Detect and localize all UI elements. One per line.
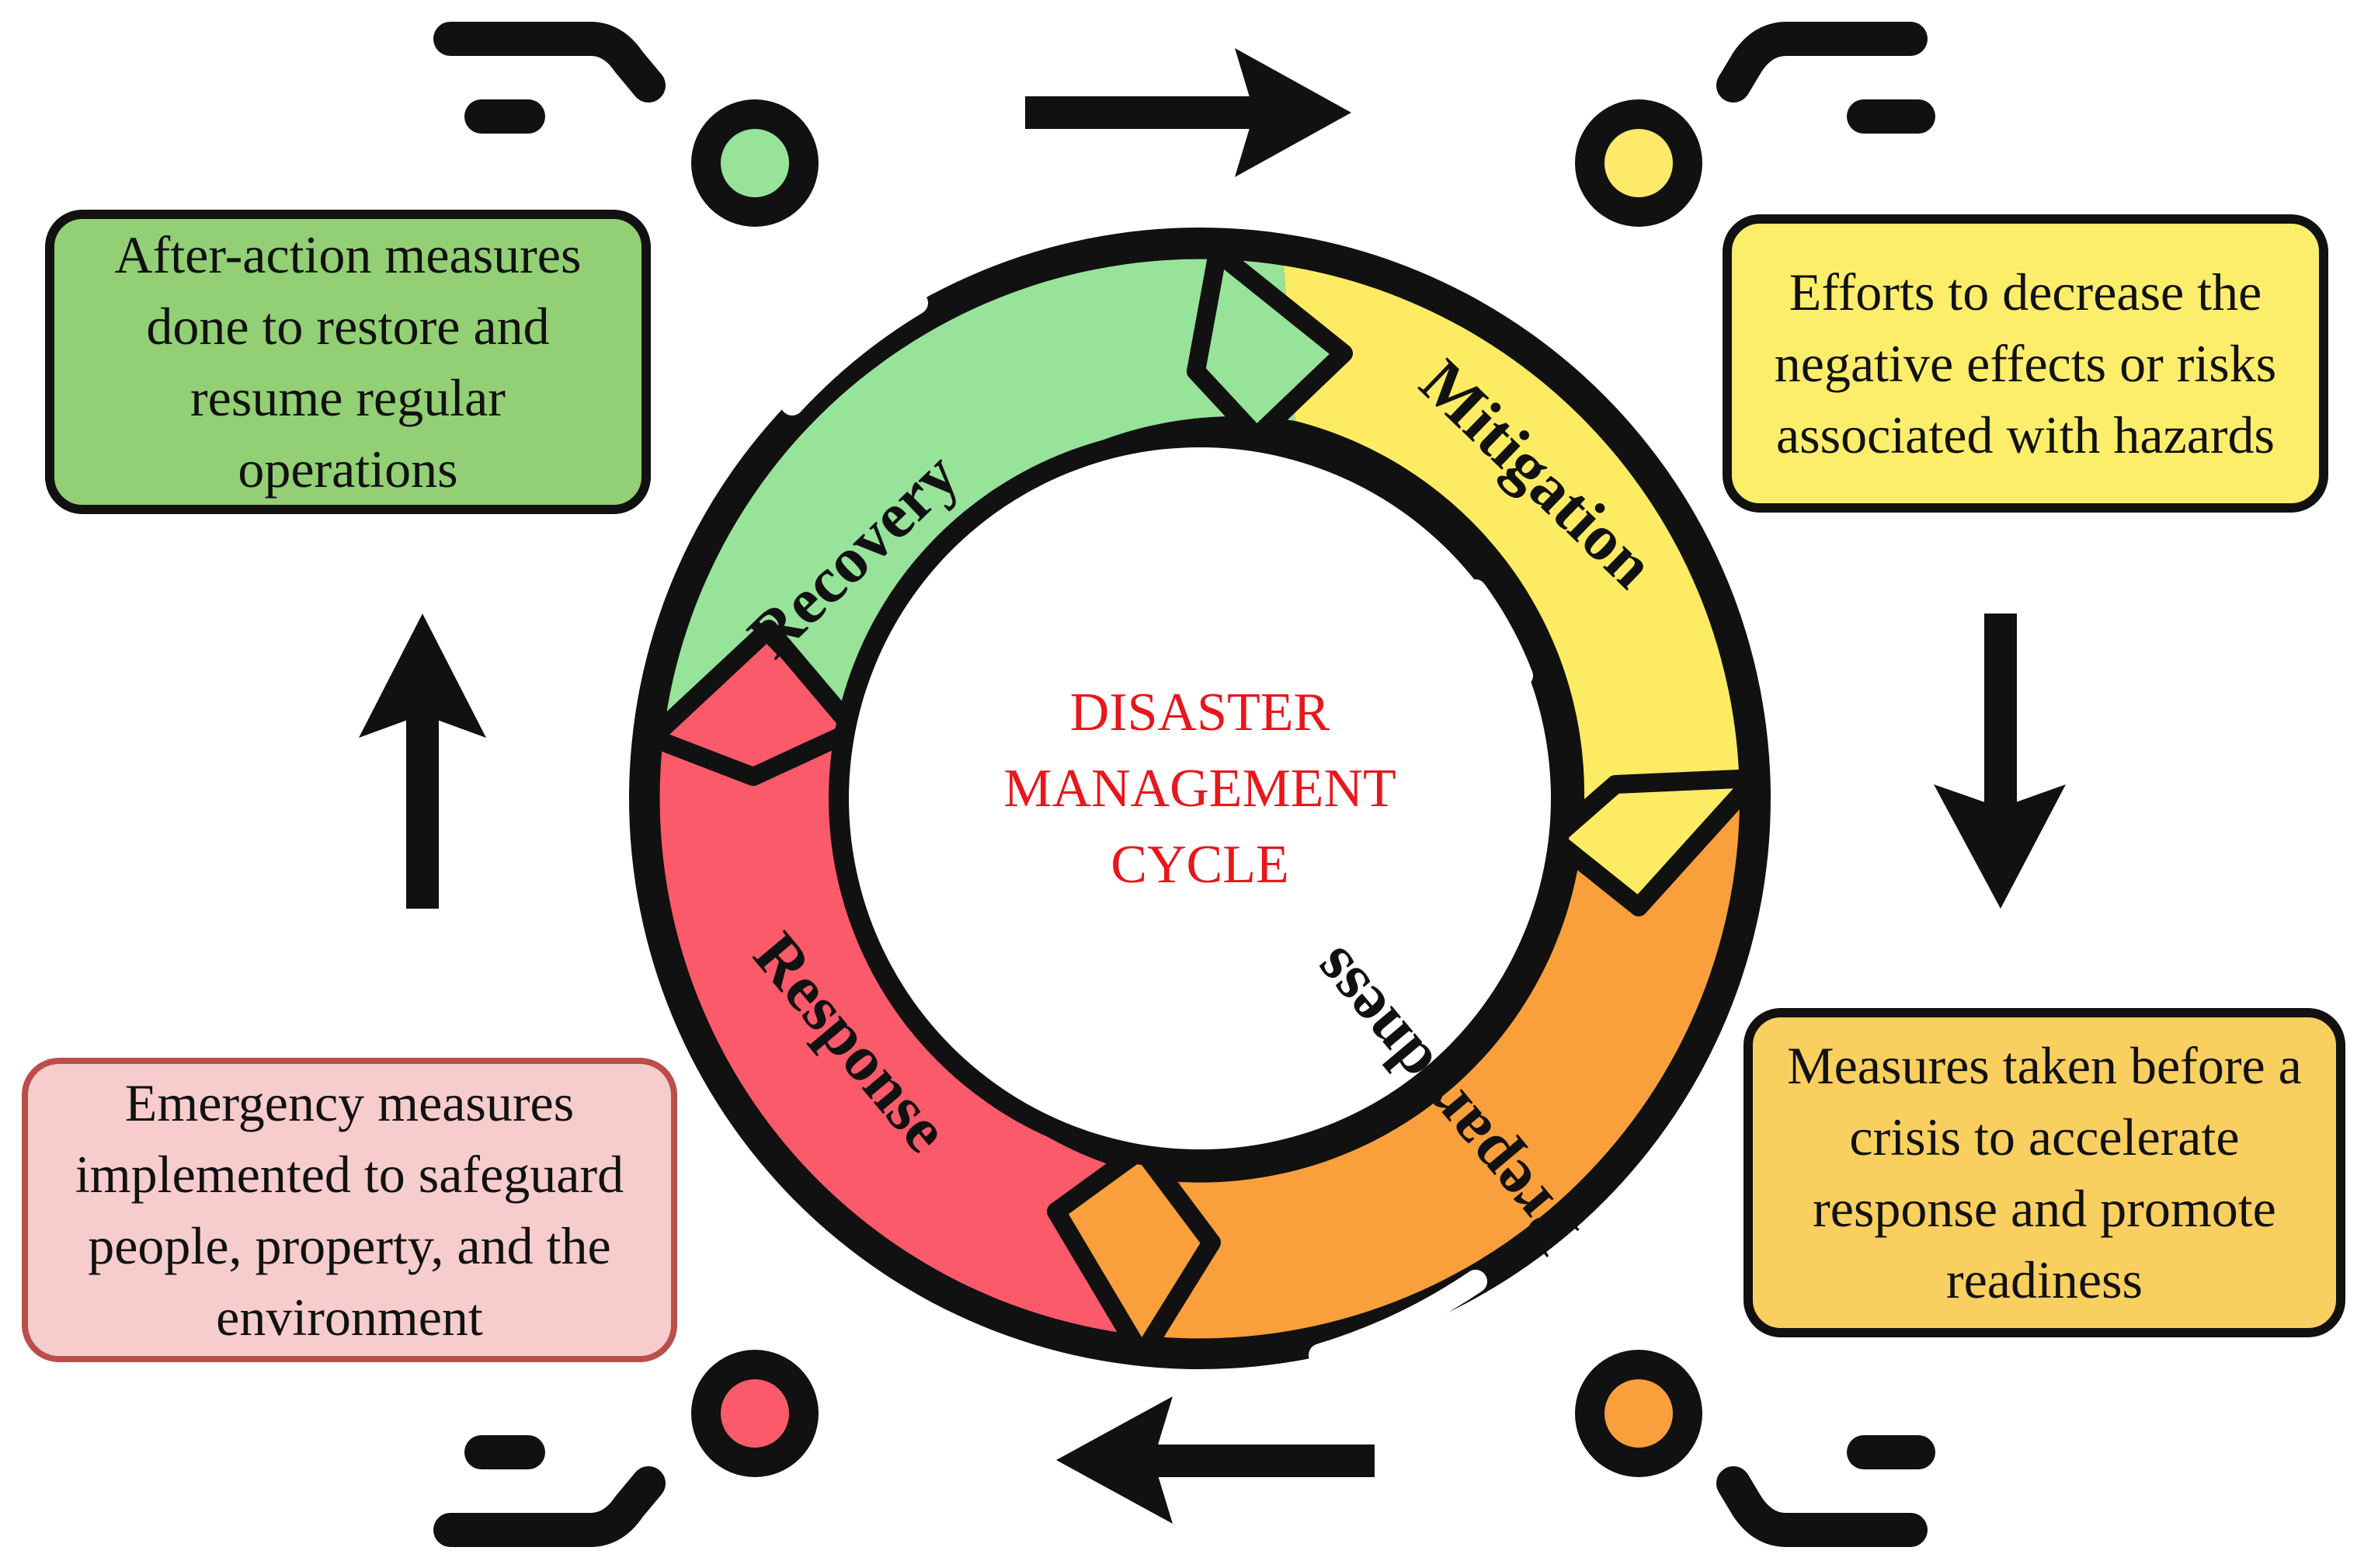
center-title-line-3: CYCLE xyxy=(1111,835,1288,895)
inner-dash-right xyxy=(1465,579,1533,687)
corner-dot-icon xyxy=(1575,99,1702,227)
preparedness-description-line: readiness xyxy=(1945,1250,2143,1309)
preparedness-description-line: crisis to accelerate xyxy=(1849,1107,2240,1166)
response-description-line: Emergency measures xyxy=(124,1073,575,1132)
center-title-line-1: DISASTER xyxy=(1070,683,1330,742)
arrow-right-icon xyxy=(1025,48,1351,177)
recovery-description-line: done to restore and xyxy=(146,297,550,356)
recovery-description-line: resume regular xyxy=(190,368,506,427)
corner-dashes-top-left xyxy=(433,22,666,134)
mitigation-description-line: associated with hazards xyxy=(1776,405,2275,464)
response-description-line: people, property, and the xyxy=(88,1216,611,1275)
inner-hole xyxy=(849,447,1551,1149)
response-description-box: Emergency measures implemented to safegu… xyxy=(22,1058,677,1362)
preparedness-description-box: Measures taken before a crisis to accele… xyxy=(1743,1008,2345,1337)
mitigation-description-line: negative effects or risks xyxy=(1774,334,2277,393)
response-description-text: Emergency measures implemented to safegu… xyxy=(75,1067,624,1353)
corner-dashes-top-right xyxy=(1716,22,1935,134)
recovery-description-line: operations xyxy=(238,440,458,499)
preparedness-segment xyxy=(1165,798,1740,1339)
response-description-line: implemented to safeguard xyxy=(75,1145,624,1204)
recovery-description-box: After-action measures done to restore an… xyxy=(45,210,651,514)
recovery-description-text: After-action measures done to restore an… xyxy=(115,219,582,505)
arrow-up-icon xyxy=(359,614,486,909)
preparedness-description-line: Measures taken before a xyxy=(1787,1036,2302,1095)
response-description-line: environment xyxy=(216,1288,483,1347)
ring-dash-top xyxy=(780,291,928,415)
ring-dash-bottom xyxy=(1309,1270,1487,1367)
center-title-line-2: MANAGEMENT xyxy=(1003,759,1396,819)
arrow-down-icon xyxy=(1934,614,2066,909)
mitigation-segment xyxy=(1284,266,1740,798)
recovery-description-line: After-action measures xyxy=(114,225,582,284)
corner-dot-icon xyxy=(691,1350,819,1477)
arrow-left-icon xyxy=(1056,1396,1375,1524)
mitigation-description-line: Efforts to decrease the xyxy=(1789,262,2262,322)
preparedness-description-line: response and promote xyxy=(1813,1179,2276,1238)
corner-dot-icon xyxy=(691,99,819,227)
corner-dashes-bottom-left xyxy=(433,1435,666,1547)
mitigation-description-text: Efforts to decrease the negative effects… xyxy=(1775,256,2276,471)
corner-dot-icon xyxy=(1575,1350,1702,1477)
mitigation-description-box: Efforts to decrease the negative effects… xyxy=(1723,214,2328,513)
preparedness-description-text: Measures taken before a crisis to accele… xyxy=(1787,1030,2302,1316)
corner-dashes-bottom-right xyxy=(1716,1435,1935,1547)
